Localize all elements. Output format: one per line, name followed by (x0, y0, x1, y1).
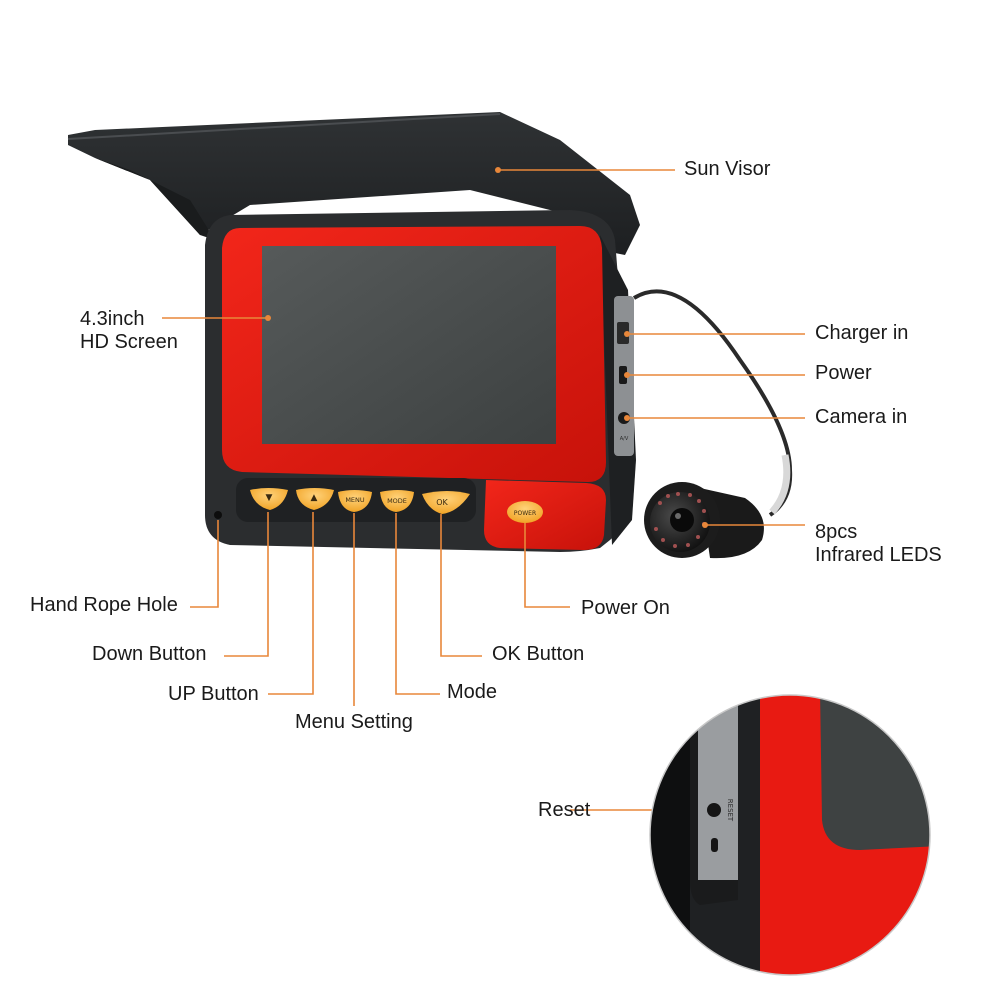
underwater-camera (644, 482, 764, 559)
down-button[interactable]: ▼ (250, 488, 288, 510)
menu-button[interactable]: MENU (338, 490, 372, 512)
callout-power-on: Power On (581, 597, 670, 619)
charger-port (617, 322, 629, 344)
power-button[interactable]: POWER (507, 501, 543, 523)
callout-down-button: Down Button (92, 643, 207, 665)
svg-text:MENU: MENU (345, 496, 365, 504)
reset-hole[interactable] (707, 803, 721, 817)
svg-text:RESET: RESET (726, 799, 734, 822)
reset-inset: RESET (649, 694, 931, 976)
callout-mode: Mode (447, 681, 498, 703)
lcd-screen (262, 246, 556, 444)
down-arrow-icon: ▼ (266, 493, 273, 503)
hand-rope-hole (214, 511, 222, 519)
side-port-panel: A/V (614, 296, 634, 456)
callout-hand-rope-hole: Hand Rope Hole (30, 594, 178, 616)
camera-cable (632, 289, 793, 517)
mode-button[interactable]: MODE (380, 490, 414, 512)
callout-menu-setting: Menu Setting (295, 711, 413, 733)
up-button[interactable]: ▲ (296, 488, 334, 510)
callout-power: Power (815, 362, 872, 384)
cable-strain-relief (769, 454, 791, 515)
leader-lines (162, 169, 805, 811)
svg-text:MODE: MODE (387, 497, 407, 505)
callout-ok-button: OK Button (492, 643, 585, 665)
sun-visor (67, 112, 640, 255)
callout-camera-in: Camera in (815, 406, 908, 428)
power-switch[interactable] (619, 366, 627, 384)
svg-text:OK: OK (436, 498, 448, 507)
svg-text:POWER: POWER (514, 510, 536, 517)
callout-infrared-leds: 8pcs Infrared LEDS (815, 521, 942, 566)
callout-up-button: UP Button (168, 683, 259, 705)
svg-text:A/V: A/V (620, 436, 629, 442)
up-arrow-icon: ▲ (311, 493, 318, 503)
ok-button[interactable]: OK (422, 491, 470, 514)
callout-charger-in: Charger in (815, 322, 909, 344)
callout-sun-visor: Sun Visor (684, 158, 771, 180)
callout-reset: Reset (538, 799, 591, 821)
callout-hd-screen: 4.3inch HD Screen (80, 308, 178, 353)
infrared-led-ring (654, 492, 706, 548)
inset-border (649, 694, 931, 976)
